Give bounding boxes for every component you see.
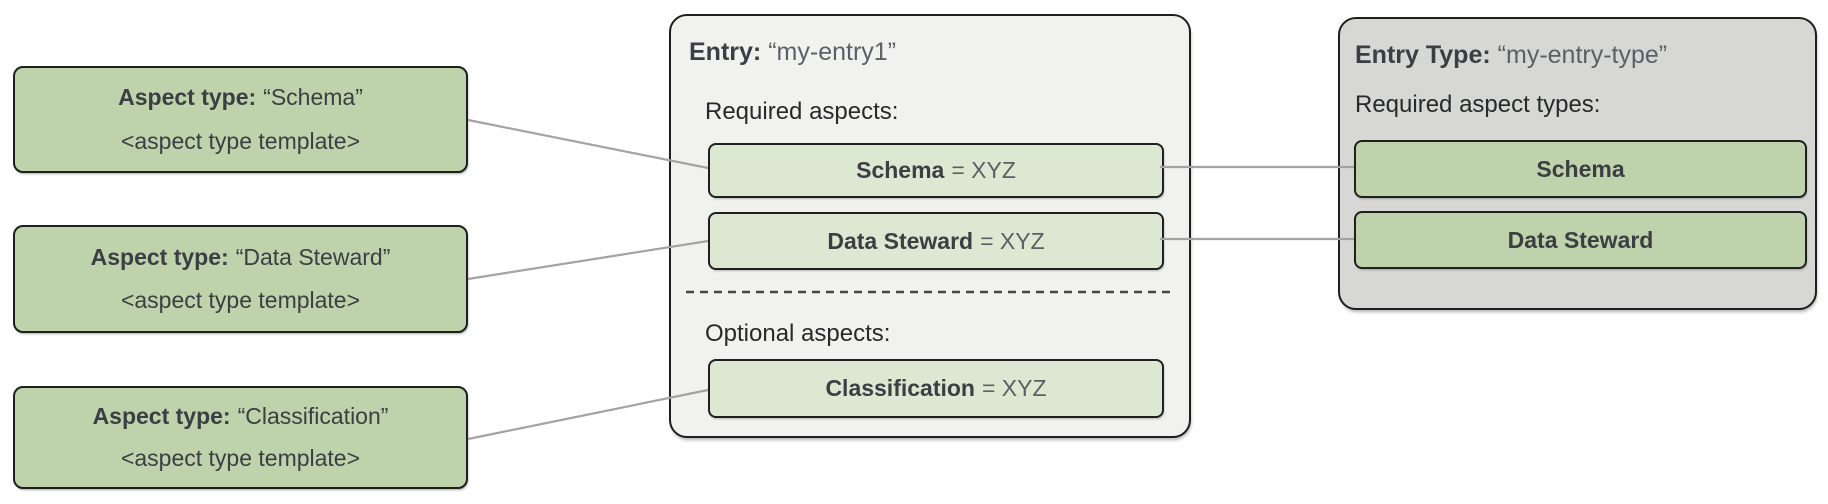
aspect-type-title: Aspect type:“Classification” — [93, 403, 389, 430]
entry-aspect-row-data-steward: Data Steward= XYZ — [708, 212, 1164, 270]
entry-title-label: Entry: — [689, 38, 762, 66]
entry-type-row-schema: Schema — [1354, 140, 1807, 198]
aspect-name: Data Steward — [827, 227, 974, 254]
aspect-type-template: <aspect type template> — [120, 445, 361, 471]
aspect-type-label: Aspect type: — [92, 403, 231, 429]
aspect-value: = XYZ — [951, 157, 1016, 183]
aspect-value: = XYZ — [980, 227, 1045, 254]
aspect-type-name: “Data Steward” — [235, 243, 391, 270]
aspect-type-template: <aspect type template> — [120, 287, 361, 314]
entry-type-row-data-steward: Data Steward — [1354, 211, 1807, 269]
entry-container: Entry:“my-entry1” Required aspects: Sche… — [669, 14, 1191, 438]
entry-title-value: “my-entry1” — [768, 38, 897, 66]
required-aspect-types-label: Required aspect types: — [1355, 91, 1601, 118]
optional-aspects-label: Optional aspects: — [705, 320, 891, 347]
aspect-type-box-schema: Aspect type:“Schema” <aspect type templa… — [13, 66, 468, 173]
aspect-name: Classification — [825, 375, 975, 401]
entry-aspect-row-schema: Schema= XYZ — [708, 143, 1164, 198]
aspect-type-label: Aspect type: — [90, 243, 229, 270]
aspect-type-box-data-steward: Aspect type:“Data Steward” <aspect type … — [13, 225, 468, 333]
entry-type-title: Entry Type:“my-entry-type” — [1355, 41, 1667, 70]
entry-type-title-label: Entry Type: — [1355, 41, 1491, 69]
aspect-type-template: <aspect type template> — [120, 127, 361, 154]
aspect-type-name: “Schema” — [263, 84, 363, 111]
aspect-type-label: Aspect type: — [118, 84, 257, 111]
entry-type-container: Entry Type:“my-entry-type” Required aspe… — [1338, 17, 1817, 310]
aspect-value: = XYZ — [981, 375, 1047, 401]
entry-title: Entry:“my-entry1” — [689, 38, 896, 67]
aspect-type-box-classification: Aspect type:“Classification” <aspect typ… — [13, 386, 468, 489]
aspect-type-name: “Classification” — [237, 403, 389, 429]
aspect-name: Schema — [856, 157, 945, 183]
required-aspects-label: Required aspects: — [705, 98, 899, 125]
entry-type-title-value: “my-entry-type” — [1497, 41, 1668, 69]
aspect-type-title: Aspect type:“Data Steward” — [91, 244, 391, 271]
entry-aspect-row-classification: Classification= XYZ — [708, 359, 1164, 418]
aspect-type-title: Aspect type:“Schema” — [118, 84, 363, 111]
